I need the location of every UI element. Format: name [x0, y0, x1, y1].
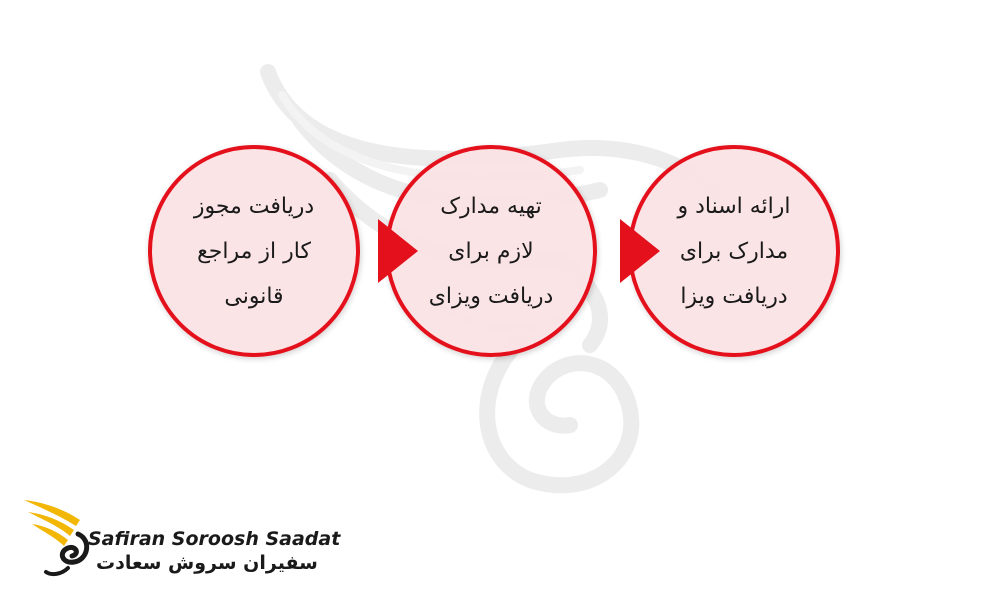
- step-2-line-2: لازم برای: [448, 238, 534, 264]
- step-3-line-1: ارائه اسناد و: [677, 193, 791, 219]
- step-text-2: تهیه مدارک لازم برای دریافت ویزای: [406, 184, 576, 319]
- step-text-3: ارائه اسناد و مدارک برای دریافت ویزا: [649, 184, 819, 319]
- brand-name-en: Safiran Soroosh Saadat: [88, 528, 341, 550]
- step-3-line-2: مدارک برای: [679, 238, 789, 264]
- step-1-line-1: دریافت مجوز: [193, 193, 315, 219]
- step-circle-1: دریافت مجوز کار از مراجع قانونی: [148, 145, 360, 357]
- brand-logo: Safiran Soroosh Saadat سفیران سروش سعادت: [22, 494, 340, 584]
- arrow-right-icon: [620, 219, 660, 283]
- step-1-line-3: قانونی: [224, 283, 284, 309]
- step-1-line-2: کار از مراجع: [197, 238, 311, 264]
- step-2-line-1: تهیه مدارک: [440, 193, 542, 219]
- arrow-right-icon: [378, 219, 418, 283]
- step-text-1: دریافت مجوز کار از مراجع قانونی: [169, 184, 339, 319]
- wing-logo-icon: [24, 500, 90, 577]
- step-3-line-3: دریافت ویزا: [680, 283, 788, 309]
- step-2-line-3: دریافت ویزای: [428, 283, 554, 309]
- brand-name-fa: سفیران سروش سعادت: [96, 552, 318, 574]
